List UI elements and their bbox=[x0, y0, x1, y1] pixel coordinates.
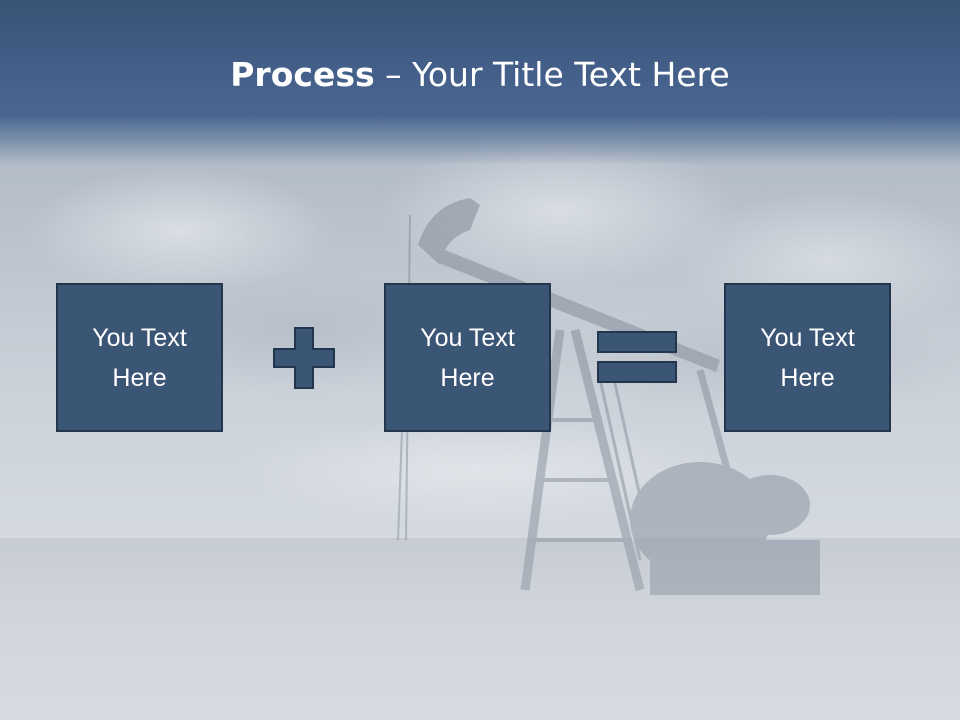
page-title[interactable]: Process – Your Title Text Here bbox=[0, 50, 960, 100]
box-1-line-1: You Text bbox=[92, 323, 187, 352]
box-3-line-1: You Text bbox=[760, 323, 855, 352]
plus-icon bbox=[273, 327, 335, 389]
box-2-line-2: Here bbox=[440, 363, 495, 392]
box-2-line-1: You Text bbox=[420, 323, 515, 352]
box-3-line-2: Here bbox=[780, 363, 835, 392]
equals-icon bbox=[597, 331, 677, 383]
title-bold-text: Process bbox=[230, 55, 375, 94]
title-band bbox=[0, 0, 960, 165]
title-rest-text: – Your Title Text Here bbox=[374, 55, 730, 94]
box-1-line-2: Here bbox=[112, 363, 167, 392]
